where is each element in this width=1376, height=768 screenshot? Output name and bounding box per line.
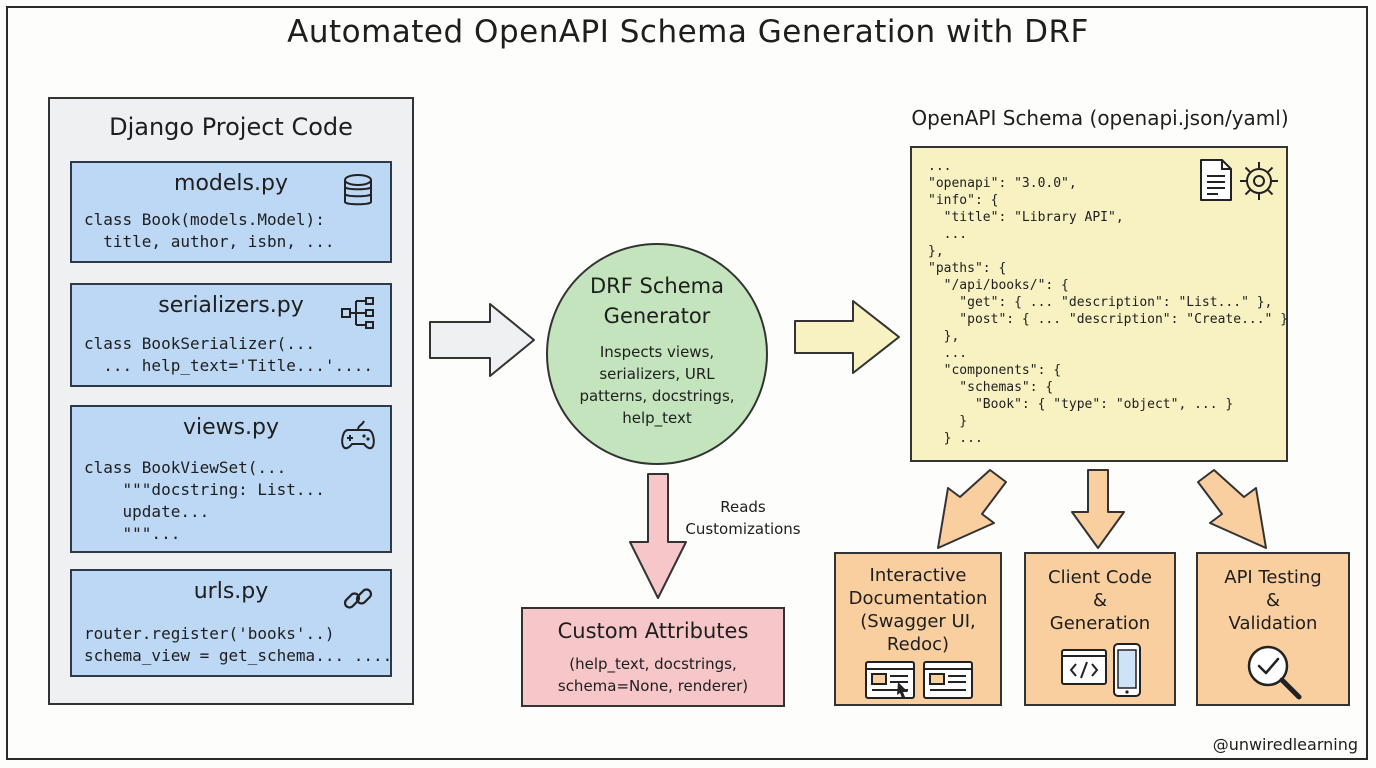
output-label: Interactive Documentation (Swagger UI, R… — [848, 565, 988, 655]
browser-windows-icon — [865, 661, 973, 699]
schema-line: "title": "Library API", — [928, 210, 1124, 225]
schema-line: }, — [928, 329, 960, 344]
urls-card: urls.py router.register('books'..) schem… — [70, 569, 392, 677]
schema-line: "info": { — [928, 193, 999, 208]
document-icon — [1200, 159, 1232, 201]
schema-line: "components": { — [928, 363, 1062, 378]
arrow-to-custom-attributes — [629, 473, 687, 599]
interactive-documentation-box: Interactive Documentation (Swagger UI, R… — [834, 552, 1002, 706]
custom-description: (help_text, docstrings, schema=None, ren… — [557, 655, 749, 695]
file-name: views.py — [182, 415, 280, 440]
arrow-to-generator — [429, 303, 535, 377]
database-icon — [344, 174, 372, 206]
diagram-frame — [6, 6, 1368, 760]
schema-label: OpenAPI Schema (openapi.json/yaml) — [911, 106, 1289, 130]
code-snippet: class Book(models.Model): title, author,… — [84, 210, 335, 251]
schema-line: } ... — [928, 431, 983, 446]
generator-title: DRF Schema Generator — [590, 274, 724, 328]
serializers-card: serializers.py class BookSerializer(... … — [70, 283, 392, 387]
code-devices-icon — [1061, 643, 1141, 697]
schema-line: "schemas": { — [928, 380, 1054, 395]
reads-customizations-label: Reads Customizations — [685, 498, 801, 538]
arrow-to-schema — [794, 300, 900, 374]
schema-line: }, — [928, 244, 944, 259]
arrow-to-client-code — [1071, 469, 1125, 549]
openapi-schema-box: ... "openapi": "3.0.0", "info": { "title… — [910, 146, 1288, 462]
diagram-title: Automated OpenAPI Schema Generation with… — [287, 14, 1089, 50]
output-label: Client Code & Generation — [1048, 567, 1152, 634]
magnifier-check-icon — [1247, 645, 1302, 700]
file-name: serializers.py — [158, 293, 304, 318]
django-project-panel: Django Project Code models.py class Book… — [48, 97, 414, 705]
client-code-generation-box: Client Code & Generation — [1024, 552, 1176, 706]
file-name: urls.py — [193, 579, 269, 604]
schema-line: ... — [928, 159, 952, 174]
output-label: API Testing & Validation — [1224, 567, 1322, 634]
code-snippet: class BookViewSet(... """docstring: List… — [84, 458, 325, 543]
drf-schema-generator: DRF Schema Generator Inspects views, ser… — [546, 243, 768, 465]
gear-icon — [1240, 162, 1278, 200]
schema-code: ... "openapi": "3.0.0", "info": { "title… — [928, 158, 1288, 447]
schema-line: "openapi": "3.0.0", — [928, 176, 1077, 191]
gamepad-icon — [341, 420, 375, 450]
custom-title: Custom Attributes — [557, 619, 749, 643]
generator-description: Inspects views, serializers, URL pattern… — [579, 343, 735, 427]
schema-line: "Book": { "type": "object", ... } — [928, 397, 1234, 412]
schema-line: } — [928, 414, 968, 429]
panel-title: Django Project Code — [109, 113, 353, 141]
models-card: models.py class Book(models.Model): titl… — [70, 161, 392, 263]
code-snippet: router.register('books'..) schema_view =… — [84, 624, 393, 665]
link-icon — [343, 588, 373, 609]
arrow-to-interactive-docs — [937, 469, 1007, 549]
schema-line: "post": { ... "description": "Create..."… — [928, 312, 1289, 327]
author-signature: @unwiredlearning — [1212, 735, 1358, 754]
code-snippet: class BookSerializer(... ... help_text='… — [84, 334, 373, 375]
schema-line: "/api/books/": { — [928, 278, 1069, 293]
api-testing-validation-box: API Testing & Validation — [1196, 552, 1350, 706]
schema-line: "get": { ... "description": "List..." }, — [928, 295, 1273, 310]
schema-line: ... — [928, 227, 968, 242]
views-card: views.py class BookViewSet(... """docstr… — [70, 405, 392, 553]
arrow-to-api-testing — [1197, 469, 1267, 549]
file-name: models.py — [174, 171, 288, 196]
data-flow-icon — [341, 297, 374, 329]
schema-line: "paths": { — [928, 261, 1007, 276]
custom-attributes-box: Custom Attributes (help_text, docstrings… — [521, 607, 785, 707]
schema-line: ... — [928, 346, 968, 361]
